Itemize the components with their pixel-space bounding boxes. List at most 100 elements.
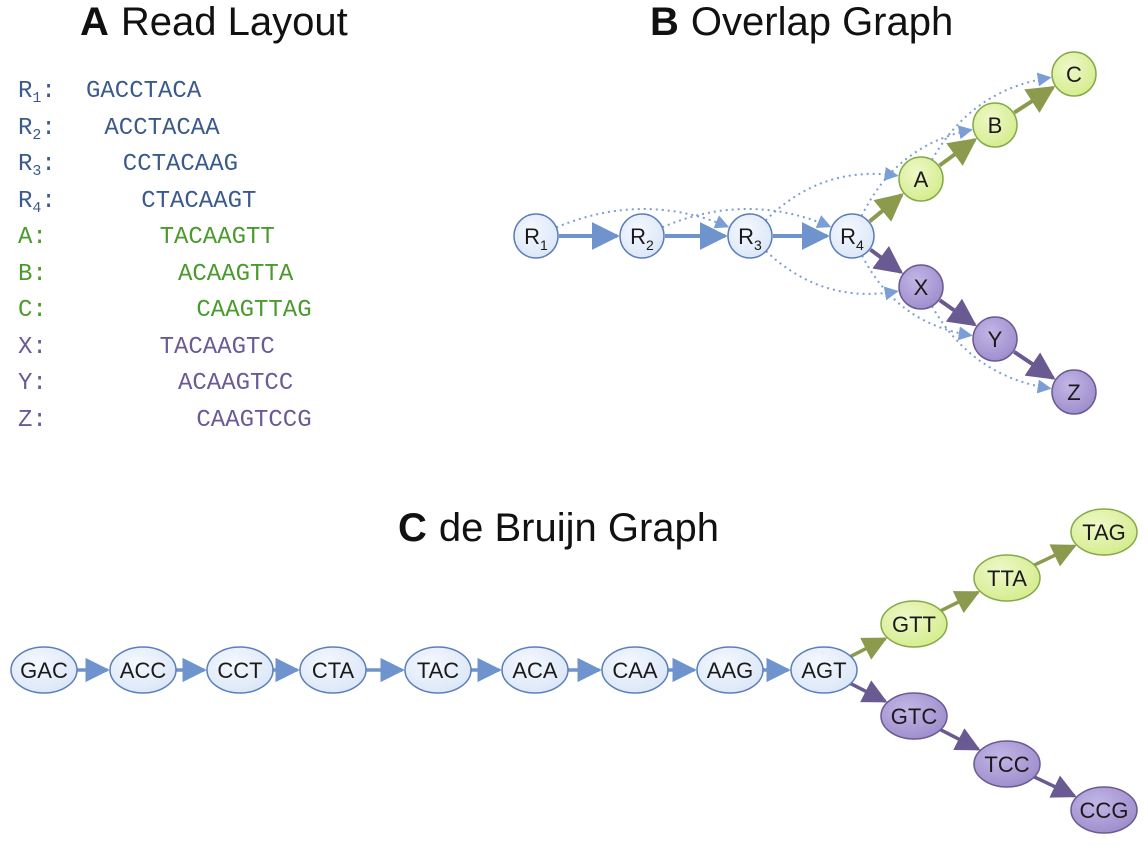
debruijn-node-label: CTA bbox=[312, 658, 355, 683]
read-sequence: CAAGTCCG bbox=[196, 406, 312, 434]
overlap-node-shape bbox=[898, 264, 944, 310]
overlap-node-label: C bbox=[1066, 62, 1082, 87]
overlap-node-label: R1 bbox=[524, 224, 548, 253]
debruijn-node-shape bbox=[206, 646, 274, 694]
debruijn-edge-GTT-TTA bbox=[940, 590, 981, 614]
overlap-graph-solid-edges bbox=[559, 85, 1056, 380]
debruijn-node-CCT: CCT bbox=[206, 646, 274, 694]
overlap-node-label: Y bbox=[988, 327, 1003, 352]
debruijn-edge-TTA-TAG bbox=[1033, 544, 1077, 567]
overlap-node-X: X bbox=[898, 264, 944, 310]
panel-b-letter: B bbox=[650, 0, 679, 44]
overlap-dotted-edge-R4-B bbox=[860, 125, 973, 217]
debruijn-node-TTA: TTA bbox=[973, 554, 1041, 602]
panel-a-heading: Read Layout bbox=[120, 0, 348, 44]
debruijn-node-shape bbox=[109, 646, 177, 694]
read-label: C: bbox=[18, 297, 47, 324]
debruijn-graph-edges bbox=[77, 544, 1077, 798]
read-sequence: CAAGTTAG bbox=[196, 297, 312, 324]
debruijn-node-shape bbox=[299, 646, 367, 694]
read-label: R4: bbox=[18, 187, 56, 217]
overlap-node-Y: Y bbox=[972, 316, 1018, 362]
debruijn-node-shape bbox=[880, 600, 948, 648]
read-label: Y: bbox=[18, 370, 47, 397]
debruijn-edge-GTC-TCC bbox=[939, 728, 981, 751]
panel-a-letter: A bbox=[80, 0, 109, 44]
debruijn-node-label: TTA bbox=[987, 566, 1027, 591]
overlap-node-B: B bbox=[972, 102, 1018, 148]
overlap-node-C: C bbox=[1051, 51, 1097, 97]
debruijn-node-AAG: AAG bbox=[696, 646, 764, 694]
read-label: B: bbox=[18, 260, 47, 288]
debruijn-node-shape bbox=[601, 646, 669, 694]
overlap-node-shape bbox=[972, 102, 1018, 148]
debruijn-node-ACA: ACA bbox=[501, 646, 569, 694]
overlap-node-shape bbox=[1051, 51, 1097, 97]
panel-b-heading: Overlap Graph bbox=[690, 0, 954, 44]
debruijn-node-shape bbox=[404, 646, 472, 694]
debruijn-node-shape bbox=[501, 646, 569, 694]
debruijn-node-AGT: AGT bbox=[790, 646, 858, 694]
overlap-dotted-edge-R2-R4 bbox=[661, 207, 832, 229]
overlap-node-shape bbox=[972, 316, 1018, 362]
debruijn-node-GAC: GAC bbox=[10, 646, 78, 694]
overlap-node-A: A bbox=[898, 156, 944, 202]
overlap-dotted-edge-R3-A bbox=[764, 166, 899, 222]
panel-c-letter: C bbox=[398, 506, 427, 550]
debruijn-edge-AGT-GTC bbox=[849, 680, 888, 703]
read-label: R2: bbox=[18, 114, 56, 144]
read-label: X: bbox=[18, 333, 47, 361]
read-label: R3: bbox=[18, 151, 56, 180]
read-sequence: CCTACAAG bbox=[122, 151, 239, 178]
debruijn-node-label: CCT bbox=[217, 658, 262, 683]
panel-c-heading: de Bruijn Graph bbox=[438, 506, 720, 550]
read-sequence: ACAAGTTA bbox=[178, 260, 294, 288]
read-sequence: ACCTACAA bbox=[104, 114, 220, 142]
debruijn-edge-AGT-GTT bbox=[849, 637, 888, 660]
debruijn-node-shape bbox=[1070, 508, 1138, 556]
overlap-node-R4: R4 bbox=[829, 213, 875, 259]
read-sequence: TACAAGTT bbox=[159, 224, 275, 251]
overlap-node-shape bbox=[619, 213, 665, 259]
overlap-node-R3: R3 bbox=[727, 213, 773, 259]
debruijn-node-label: TAG bbox=[1082, 520, 1126, 545]
overlap-edge-B-C bbox=[1013, 85, 1056, 115]
debruijn-node-shape bbox=[790, 646, 858, 694]
debruijn-node-shape bbox=[10, 646, 78, 694]
debruijn-node-label: GAC bbox=[20, 658, 68, 683]
overlap-node-shape bbox=[829, 213, 875, 259]
debruijn-node-CAA: CAA bbox=[601, 646, 669, 694]
overlap-node-label: X bbox=[914, 275, 929, 300]
overlap-dotted-edge-A-C bbox=[931, 72, 1052, 161]
debruijn-node-label: TCC bbox=[984, 752, 1029, 777]
overlap-node-R2: R2 bbox=[619, 213, 665, 259]
overlap-dotted-edge-R3-X bbox=[765, 250, 899, 301]
debruijn-node-GTC: GTC bbox=[880, 692, 948, 740]
overlap-graph-nodes: R1 R2 R3 R4 AB C X Y Z bbox=[513, 51, 1097, 415]
overlap-edge-Y-Z bbox=[1012, 350, 1056, 380]
overlap-node-R1: R1 bbox=[513, 213, 559, 259]
overlap-node-Z: Z bbox=[1051, 369, 1097, 415]
debruijn-node-label: CCG bbox=[1080, 798, 1129, 823]
debruijn-node-TAG: TAG bbox=[1070, 508, 1138, 556]
overlap-node-shape bbox=[727, 213, 773, 259]
overlap-edge-R4-X bbox=[869, 245, 904, 274]
debruijn-node-shape bbox=[696, 646, 764, 694]
debruijn-node-shape bbox=[880, 692, 948, 740]
debruijn-node-CCG: CCG bbox=[1070, 786, 1138, 834]
debruijn-node-TAC: TAC bbox=[404, 646, 472, 694]
read-sequence: CTACAAGT bbox=[141, 187, 257, 215]
overlap-node-shape bbox=[898, 156, 944, 202]
read-label: Z: bbox=[18, 406, 47, 434]
read-sequence: TACAAGTC bbox=[159, 333, 275, 361]
overlap-node-shape bbox=[513, 213, 559, 259]
debruijn-node-label: AAG bbox=[707, 658, 753, 683]
debruijn-node-shape bbox=[973, 554, 1041, 602]
debruijn-node-ACC: ACC bbox=[109, 646, 177, 694]
overlap-dotted-edge-X-Z bbox=[931, 305, 1052, 394]
